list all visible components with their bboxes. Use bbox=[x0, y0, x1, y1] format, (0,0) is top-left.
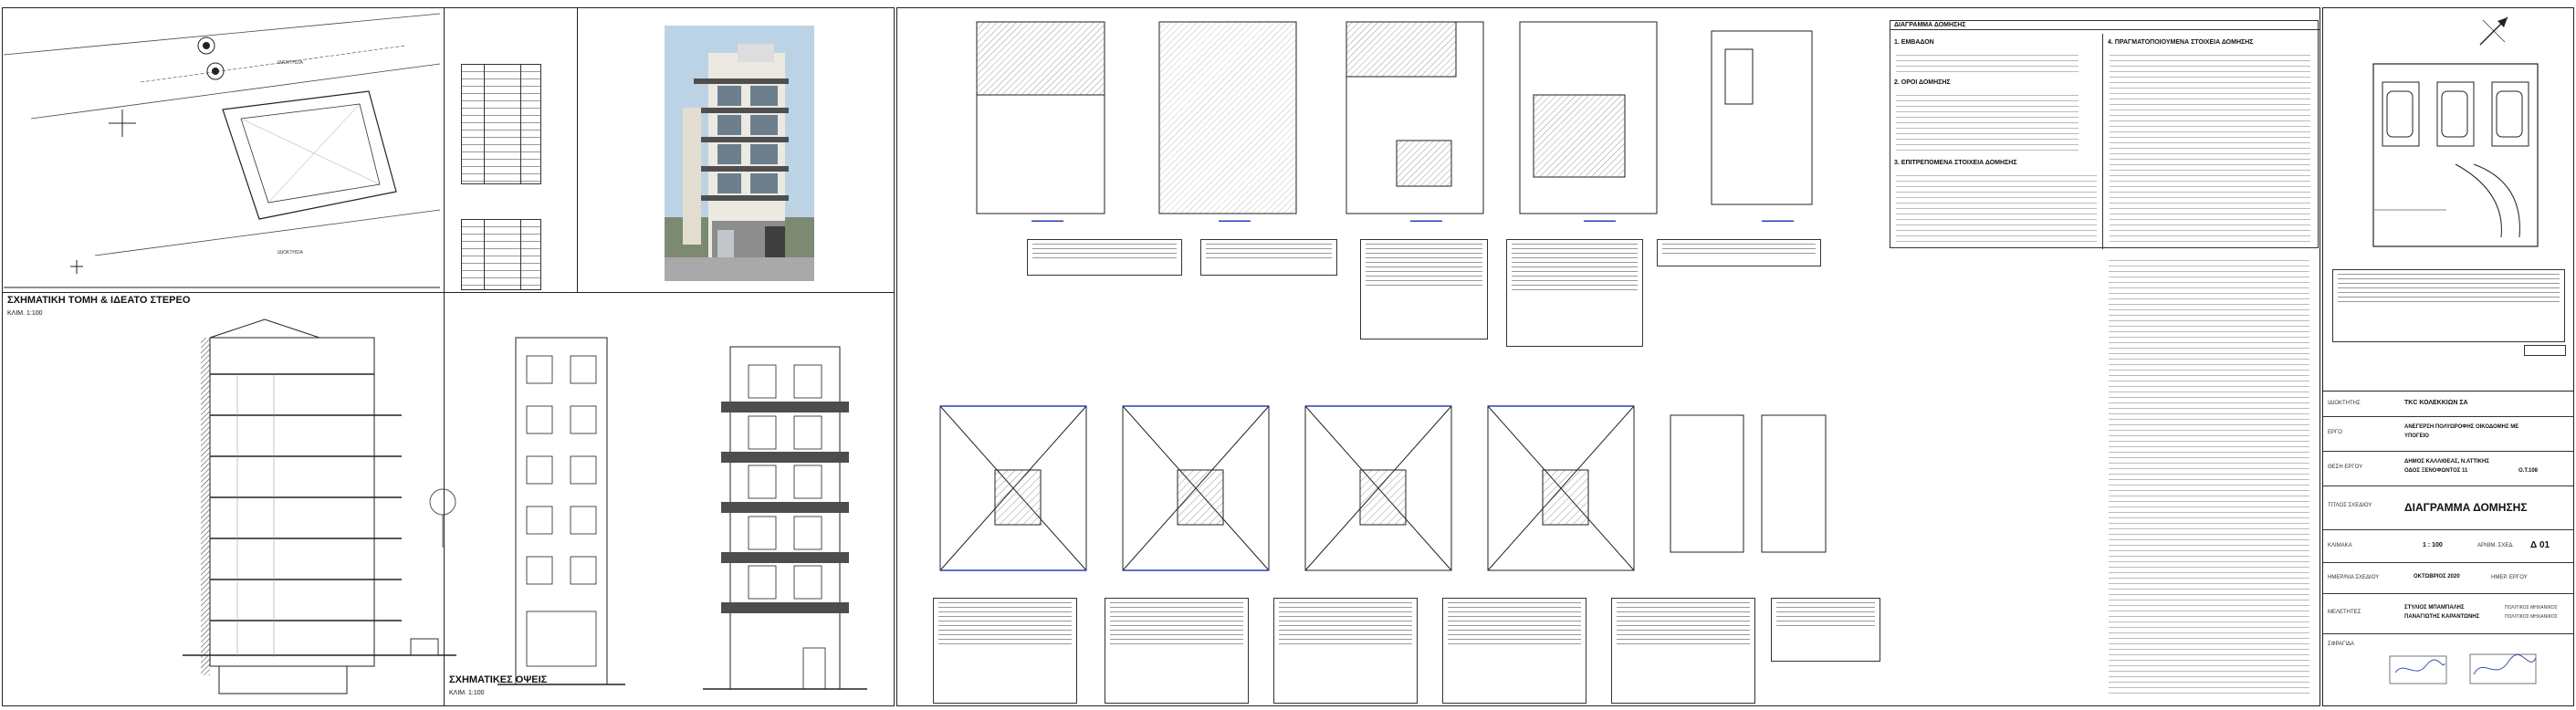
tb-date-key: ΗΜΕΡ/ΝΙΑ ΣΧΕΔΙΟΥ bbox=[2328, 575, 2380, 580]
tb-row-owner: ΙΔΙΟΚΤΗΤΗΣ TKC ΚΟΛΕΚΚΙΩΝ ΣΑ bbox=[2322, 392, 2574, 417]
notes-box-3 bbox=[1360, 239, 1488, 339]
tables-divider-v bbox=[577, 7, 578, 292]
facade-elevation-front bbox=[497, 337, 625, 685]
diagram-section-3: 3. ΕΠΙΤΡΕΠΟΜΕΝΑ ΣΤΟΙΧΕΙΑ ΔΟΜΗΣΗΣ bbox=[1894, 160, 2017, 166]
notes-box-5 bbox=[1657, 239, 1821, 266]
schematic-section-drawing bbox=[183, 318, 456, 694]
plan-caption-4: ▬▬▬▬▬▬▬ bbox=[1584, 218, 1616, 224]
notes-box-11 bbox=[1771, 598, 1880, 662]
tb-location-2: ΟΔΟΣ ΞΕΝΟΦΩΝΤΟΣ 11 bbox=[2404, 468, 2468, 474]
notes-box-8 bbox=[1273, 598, 1418, 704]
site-divider-h bbox=[2, 292, 895, 293]
plan-caption-1: ▬▬▬▬▬▬▬ bbox=[1031, 218, 1063, 224]
diagram-s1-lines bbox=[1896, 50, 2079, 72]
tb-owner: TKC ΚΟΛΕΚΚΙΩΝ ΣΑ bbox=[2404, 400, 2468, 406]
site-plan-drawing: ΙΔΙΟΚΤΗΣΙΑ ΙΔΙΟΚΤΗΣΙΑ bbox=[3, 13, 441, 288]
north-arrow-icon bbox=[2479, 16, 2508, 46]
notes-box-1 bbox=[1027, 239, 1182, 276]
right-sheet-frame bbox=[2322, 7, 2574, 706]
tb-location-1: ΔΗΜΟΣ ΚΑΛΛΙΘΕΑΣ, Ν.ΑΤΤΙΚΗΣ bbox=[2404, 459, 2489, 465]
notes-box-4 bbox=[1506, 239, 1643, 347]
facades-scale: ΚΛΙΜ. 1:100 bbox=[449, 690, 485, 696]
floor-plans-bottom-row bbox=[939, 405, 1827, 571]
area-table bbox=[461, 219, 541, 290]
tb-row-scale: ΚΛΙΜΑΚΑ 1 : 100 ΑΡΙΘΜ. ΣΧΕΔ. Δ 01 bbox=[2322, 530, 2574, 563]
tb-drawing-title: ΔΙΑΓΡΑΜΜΑ ΔΟΜΗΣΗΣ bbox=[2404, 501, 2528, 514]
tb-designer-2: ΠΑΝΑΓΙΩΤΗΣ ΚΑΡΑΝΤΩΝΗΣ bbox=[2404, 614, 2480, 620]
tb-location-key: ΘΕΣΗ ΕΡΓΟΥ bbox=[2328, 465, 2363, 470]
right-notes-box bbox=[2332, 269, 2565, 342]
title-block: ΙΔΙΟΚΤΗΤΗΣ TKC ΚΟΛΕΚΚΙΩΝ ΣΑ ΕΡΓΟ ΑΝΕΓΕΡΣ… bbox=[2322, 391, 2574, 706]
floor-plans-top-row bbox=[976, 21, 1813, 214]
tb-sheet-key: ΑΡΙΘΜ. ΣΧΕΔ. bbox=[2477, 543, 2515, 548]
tb-project-key: ΕΡΓΟ bbox=[2328, 430, 2342, 435]
tb-row-date: ΗΜΕΡ/ΝΙΑ ΣΧΕΔΙΟΥ ΟΚΤΩΒΡΙΟΣ 2020 ΗΜΕΡ. ΕΡ… bbox=[2322, 563, 2574, 594]
tb-row-location: ΘΕΣΗ ΕΡΓΟΥ ΔΗΜΟΣ ΚΑΛΛΙΘΕΑΣ, Ν.ΑΤΤΙΚΗΣ ΟΔ… bbox=[2322, 452, 2574, 486]
coverage-table-col bbox=[484, 64, 485, 184]
left-sheet-frame bbox=[2, 7, 895, 706]
facades-title: ΣΧΗΜΑΤΙΚΕΣ ΟΨΕΙΣ bbox=[449, 674, 548, 685]
diagram-s4-lines bbox=[2110, 50, 2310, 244]
notes-box-7 bbox=[1105, 598, 1249, 704]
tb-location-block: Ο.Τ.108 bbox=[2518, 468, 2539, 474]
diagram-section-2: 2. ΟΡΟΙ ΔΟΜΗΣΗΣ bbox=[1894, 79, 1951, 86]
tb-designers-key: ΜΕΛΕΤΗΤΕΣ bbox=[2328, 610, 2361, 615]
notes-box-2 bbox=[1200, 239, 1337, 276]
middle-sheet-frame bbox=[896, 7, 2320, 706]
tb-row-drawing: ΤΙΤΛΟΣ ΣΧΕΔΙΟΥ ΔΙΑΓΡΑΜΜΑ ΔΟΜΗΣΗΣ bbox=[2322, 486, 2574, 530]
diagram-s3-lines bbox=[1896, 171, 2097, 244]
diagram-s2-lines bbox=[1896, 90, 2079, 151]
tb-designer-1: ΣΤΥΛΙΟΣ ΜΠΑΜΠΑΛΗΣ bbox=[2404, 605, 2465, 611]
tb-scale-key: ΚΛΙΜΑΚΑ bbox=[2328, 543, 2352, 548]
tb-project-2: ΥΠΟΓΕΙΟ bbox=[2404, 433, 2429, 439]
notes-box-10 bbox=[1611, 598, 1755, 704]
tb-row-project: ΕΡΓΟ ΑΝΕΓΕΡΣΗ ΠΟΛΥΩΡΟΦΗΣ ΟΙΚΟΔΟΜΗΣ ΜΕ ΥΠ… bbox=[2322, 417, 2574, 452]
section-scale: ΚΛΙΜ. 1:100 bbox=[7, 310, 43, 317]
notes-box-6 bbox=[933, 598, 1077, 704]
tb-signatures-key: ΣΦΡΑΓΙΔΑ bbox=[2328, 642, 2355, 647]
stamp-signature-1 bbox=[2389, 655, 2447, 684]
tb-date-key2: ΗΜΕΡ. ΕΡΓΟΥ bbox=[2491, 575, 2528, 580]
notes-box-9 bbox=[1442, 598, 1586, 704]
section-title: ΣΧΗΜΑΤΙΚΗ ΤΟΜΗ & ΙΔΕΑΤΟ ΣΤΕΡΕΟ bbox=[7, 295, 191, 306]
plan-caption-2: ▬▬▬▬▬▬▬ bbox=[1219, 218, 1251, 224]
facade-elevation-side bbox=[703, 346, 867, 690]
tb-row-signatures: ΣΦΡΑΓΙΔΑ bbox=[2322, 634, 2574, 707]
section-divider-v bbox=[444, 292, 445, 706]
tb-owner-key: ΙΔΙΟΚΤΗΤΗΣ bbox=[2328, 401, 2361, 406]
coverage-table bbox=[461, 64, 541, 184]
site-divider-v bbox=[444, 7, 445, 292]
tb-sheet-no: Δ 01 bbox=[2530, 540, 2550, 550]
tb-project-1: ΑΝΕΓΕΡΣΗ ΠΟΛΥΩΡΟΦΗΣ ΟΙΚΟΔΟΜΗΣ ΜΕ bbox=[2404, 424, 2519, 430]
plan-caption-3: ▬▬▬▬▬▬▬ bbox=[1410, 218, 1442, 224]
tb-drawing-key: ΤΙΤΛΟΣ ΣΧΕΔΙΟΥ bbox=[2328, 503, 2372, 508]
tb-scale: 1 : 100 bbox=[2423, 542, 2443, 548]
building-3d-render bbox=[665, 26, 814, 281]
tb-date: ΟΚΤΩΒΡΙΟΣ 2020 bbox=[2414, 574, 2460, 579]
tb-row-designers: ΜΕΛΕΤΗΤΕΣ ΣΤΥΛΙΟΣ ΜΠΑΜΠΑΛΗΣ ΠΑΝΑΓΙΩΤΗΣ Κ… bbox=[2322, 594, 2574, 634]
diagram-section-4: 4. ΠΡΑΓΜΑΤΟΠΟΙΟΥΜΕΝΑ ΣΤΟΙΧΕΙΑ ΔΟΜΗΣΗΣ bbox=[2108, 39, 2254, 46]
area-table-col bbox=[484, 219, 485, 290]
svg-text:ΙΔΙΟΚΤΗΣΙΑ: ΙΔΙΟΚΤΗΣΙΑ bbox=[277, 250, 303, 256]
area-table-col2 bbox=[520, 219, 521, 290]
tb-role-2: ΠΟΛΙΤΙΚΟΣ ΜΗΧΑΝΙΚΟΣ bbox=[2505, 614, 2558, 620]
tb-role-1: ΠΟΛΙΤΙΚΟΣ ΜΗΧΑΝΙΚΟΣ bbox=[2505, 605, 2558, 611]
ground-floor-plan bbox=[2372, 63, 2539, 247]
diagram-panel: ΔΙΑΓΡΑΜΜΑ ΔΟΜΗΣΗΣ 1. ΕΜΒΑΔΟΝ 2. ΟΡΟΙ ΔΟΜ… bbox=[1890, 20, 2319, 249]
right-legend-box bbox=[2524, 345, 2566, 356]
coverage-table-col2 bbox=[520, 64, 521, 184]
diagram-s4-lines-cont bbox=[2109, 256, 2309, 694]
svg-text:ΙΔΙΟΚΤΗΣΙΑ: ΙΔΙΟΚΤΗΣΙΑ bbox=[277, 60, 303, 66]
diagram-title: ΔΙΑΓΡΑΜΜΑ ΔΟΜΗΣΗΣ bbox=[1890, 21, 2319, 30]
diagram-section-1: 1. ΕΜΒΑΔΟΝ bbox=[1894, 39, 1934, 46]
diagram-col-divider bbox=[2102, 34, 2103, 249]
plan-caption-5: ▬▬▬▬▬▬▬ bbox=[1762, 218, 1794, 224]
stamp-signature-2 bbox=[2469, 653, 2537, 684]
